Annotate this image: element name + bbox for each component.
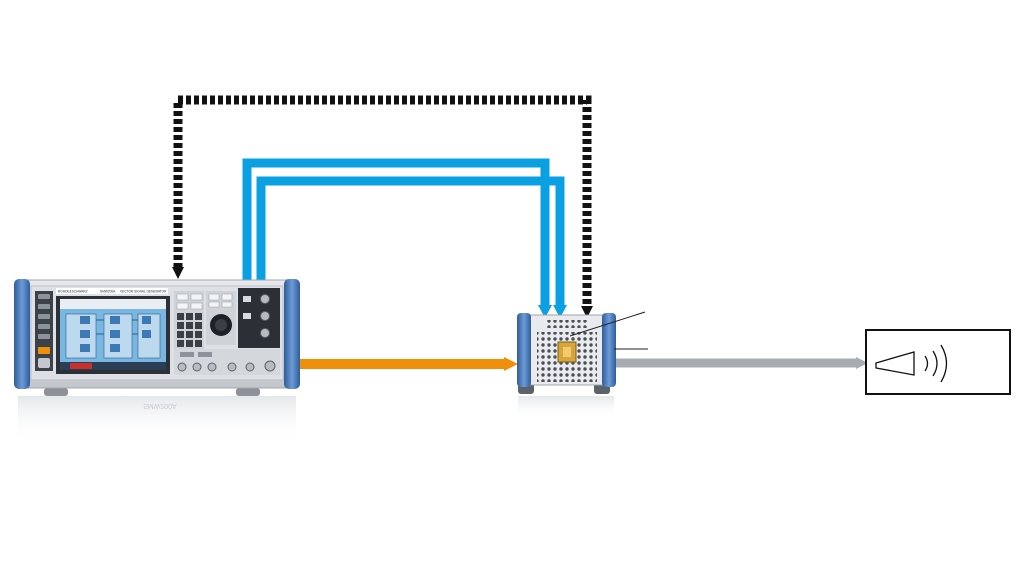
generator-display-topbar bbox=[60, 299, 166, 309]
generator-brand: ROHDE&SCHWARZ bbox=[58, 290, 88, 294]
horn-antenna-icon bbox=[875, 351, 915, 376]
rf-link-arrow bbox=[504, 357, 518, 371]
generator-standby-key bbox=[38, 358, 50, 368]
generator-reflection bbox=[18, 396, 296, 444]
iq-link-inner-arrow bbox=[553, 305, 567, 318]
control-link-line bbox=[173, 95, 592, 308]
rf-link bbox=[268, 357, 518, 371]
iq-link-outer bbox=[242, 158, 552, 318]
generator-bumper-left bbox=[14, 279, 30, 389]
generator-display-taskbar bbox=[60, 362, 166, 370]
generator-subtitle: VECTOR SIGNAL GENERATOR bbox=[120, 290, 167, 294]
generator-header-strip bbox=[56, 288, 168, 294]
radio-waves-icon bbox=[924, 344, 948, 383]
generator-foot-left bbox=[44, 388, 68, 396]
generator-display-blocks bbox=[65, 313, 161, 359]
callout-line-upper bbox=[569, 311, 646, 337]
signal-generator: SMW200A ROHDE&SCHWARZ SMW200A VECTOR SIG… bbox=[14, 279, 300, 444]
generator-connector-panel bbox=[238, 288, 280, 348]
output-link-arrow bbox=[856, 357, 868, 369]
dut-frame bbox=[865, 329, 1011, 395]
generator-reflection-text: SMW200A bbox=[143, 402, 177, 409]
generator-model: SMW200A bbox=[100, 290, 116, 294]
generator-display-task-active bbox=[70, 363, 92, 369]
output-link bbox=[614, 357, 868, 369]
control-link-arrow-right bbox=[581, 306, 593, 318]
generator-side-key-group bbox=[38, 294, 50, 339]
generator-power-key bbox=[38, 347, 50, 354]
frontend-vent bbox=[545, 320, 589, 328]
generator-rf-output bbox=[264, 360, 276, 372]
control-link-arrow-left bbox=[172, 267, 184, 279]
dut-box bbox=[865, 329, 1011, 395]
frontend-bumper-left bbox=[517, 313, 531, 387]
generator-rotary-panel bbox=[206, 291, 236, 345]
generator-foot-right bbox=[236, 388, 260, 396]
iq-link-outer-arrow bbox=[538, 305, 552, 318]
control-link bbox=[172, 95, 593, 318]
generator-bumper-right bbox=[284, 279, 300, 389]
generator-bottom-connectors bbox=[174, 349, 280, 375]
iq-link-inner bbox=[256, 176, 567, 318]
frontend-unit bbox=[517, 313, 616, 418]
frontend-bumper-right bbox=[602, 313, 616, 387]
frontend-reflection bbox=[518, 396, 614, 418]
